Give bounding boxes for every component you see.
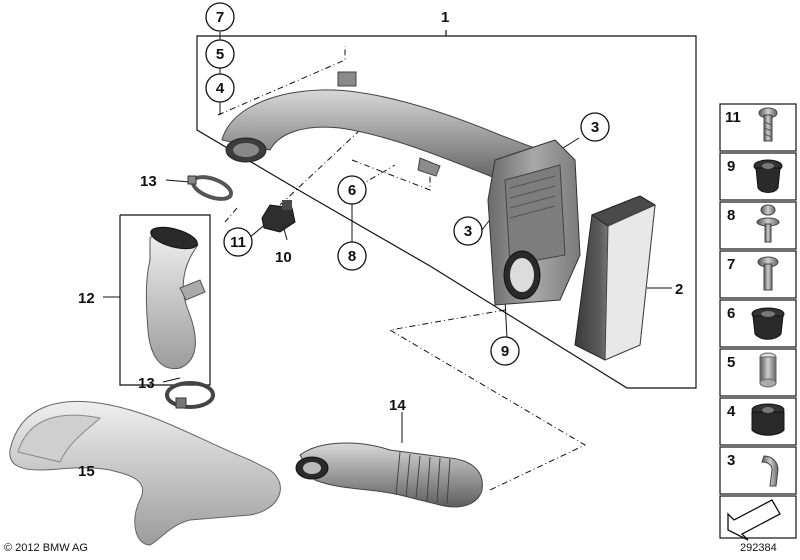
callout-13-lower: 13 — [138, 375, 155, 392]
callout-11: 11 — [230, 234, 246, 251]
hardware-legend: 11 9 8 7 6 5 4 3 — [719, 103, 797, 541]
direction-arrow-icon — [727, 499, 781, 541]
legend-label-8: 8 — [727, 207, 735, 224]
clip-part-3 — [761, 455, 779, 487]
sleeve-part-5 — [759, 352, 777, 388]
legend-label-9: 9 — [727, 158, 735, 175]
legend-label-4: 4 — [727, 403, 736, 420]
callout-3-lower: 3 — [464, 223, 472, 240]
assembly-frame — [196, 30, 697, 389]
callout-3-upper: 3 — [591, 119, 599, 136]
intake-snorkel-15 — [9, 400, 281, 546]
pin-part-8 — [756, 204, 780, 243]
bushing-part-4 — [751, 403, 785, 436]
callout-1: 1 — [441, 9, 449, 26]
callout-2: 2 — [675, 281, 683, 298]
grommet-part-6 — [751, 307, 785, 340]
callout-15: 15 — [78, 463, 95, 480]
air-filter-housing — [487, 139, 581, 306]
corrugated-duct-14 — [295, 442, 483, 508]
grommet-part-9 — [753, 159, 783, 193]
callout-5: 5 — [216, 46, 224, 63]
screw-part-11 — [758, 107, 778, 142]
callout-9: 9 — [501, 343, 509, 360]
bolt-part-7 — [757, 256, 779, 291]
callout-10: 10 — [275, 249, 292, 266]
legend-label-3: 3 — [727, 452, 735, 469]
hose-clamp-lower — [165, 381, 215, 409]
callout-4: 4 — [216, 80, 225, 97]
sensor-part-10 — [261, 200, 296, 233]
callout-13-upper: 13 — [140, 173, 157, 190]
rubber-hose-12 — [145, 226, 206, 370]
legend-label-6: 6 — [727, 305, 735, 322]
callout-7: 7 — [216, 9, 224, 26]
callout-circles — [205, 2, 610, 366]
hose-clamp-upper — [187, 175, 234, 201]
callout-12: 12 — [78, 290, 95, 307]
filter-element — [574, 195, 657, 361]
sub-frame-12 — [119, 214, 211, 386]
copyright-text: © 2012 BMW AG — [4, 542, 88, 554]
callout-14: 14 — [389, 397, 406, 414]
legend-label-11: 11 — [725, 109, 741, 126]
legend-label-5: 5 — [727, 354, 735, 371]
callout-6: 6 — [348, 182, 356, 199]
callout-8: 8 — [348, 248, 356, 265]
legend-label-7: 7 — [727, 256, 735, 273]
image-number: 292384 — [740, 542, 777, 554]
